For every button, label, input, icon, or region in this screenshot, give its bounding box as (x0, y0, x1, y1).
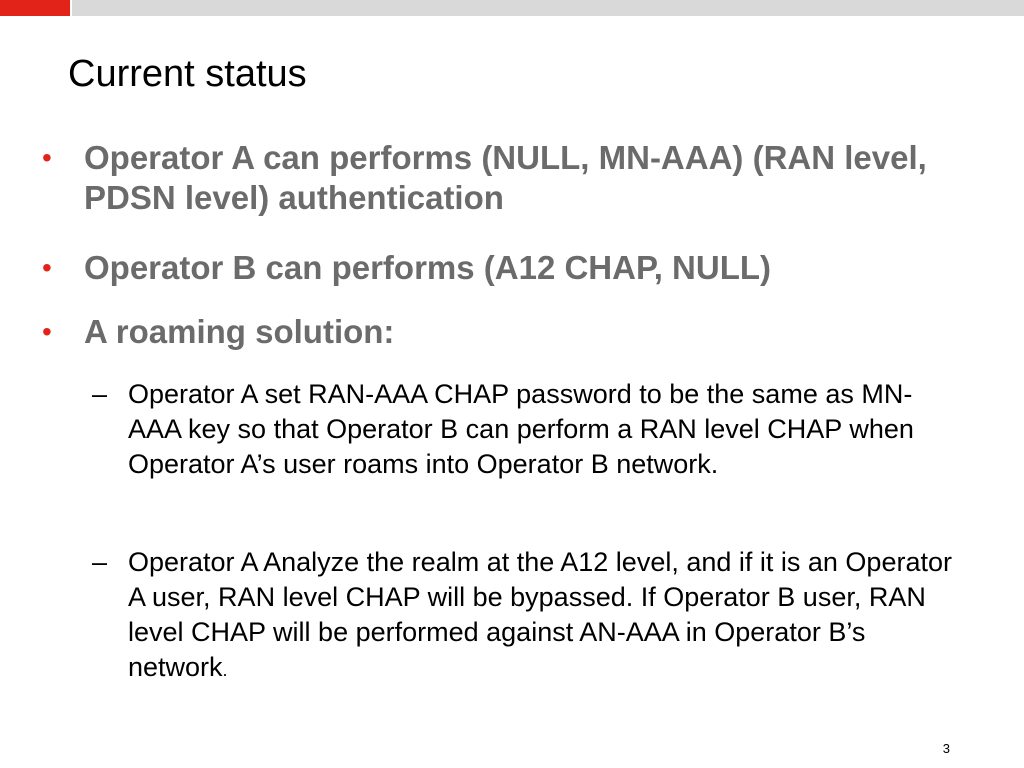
bullet-icon: • (42, 252, 52, 283)
top-gray-bar (72, 0, 1024, 16)
bullet-icon: • (42, 316, 52, 347)
sub-bullet-text: Operator A set RAN-AAA CHAP password to … (128, 379, 914, 479)
top-accent-bar (0, 0, 70, 16)
sub-bullet-text: Operator A Analyze the realm at the A12 … (128, 547, 952, 682)
bullet-icon: • (42, 142, 52, 173)
slide-title: Current status (68, 53, 307, 95)
bullet-text: Operator B can performs (A12 CHAP, NULL) (84, 249, 772, 286)
page-number: 3 (942, 741, 950, 756)
sub-bullet-trailing-period: . (222, 660, 228, 680)
sub-bullet-text-wrap: Operator A Analyze the realm at the A12 … (128, 545, 960, 688)
dash-icon: – (92, 379, 108, 409)
dash-icon: – (92, 547, 108, 577)
bullet-text: Operator A can performs (NULL, MN-AAA) (… (84, 139, 927, 216)
bullet-text: A roaming solution: (84, 313, 395, 350)
